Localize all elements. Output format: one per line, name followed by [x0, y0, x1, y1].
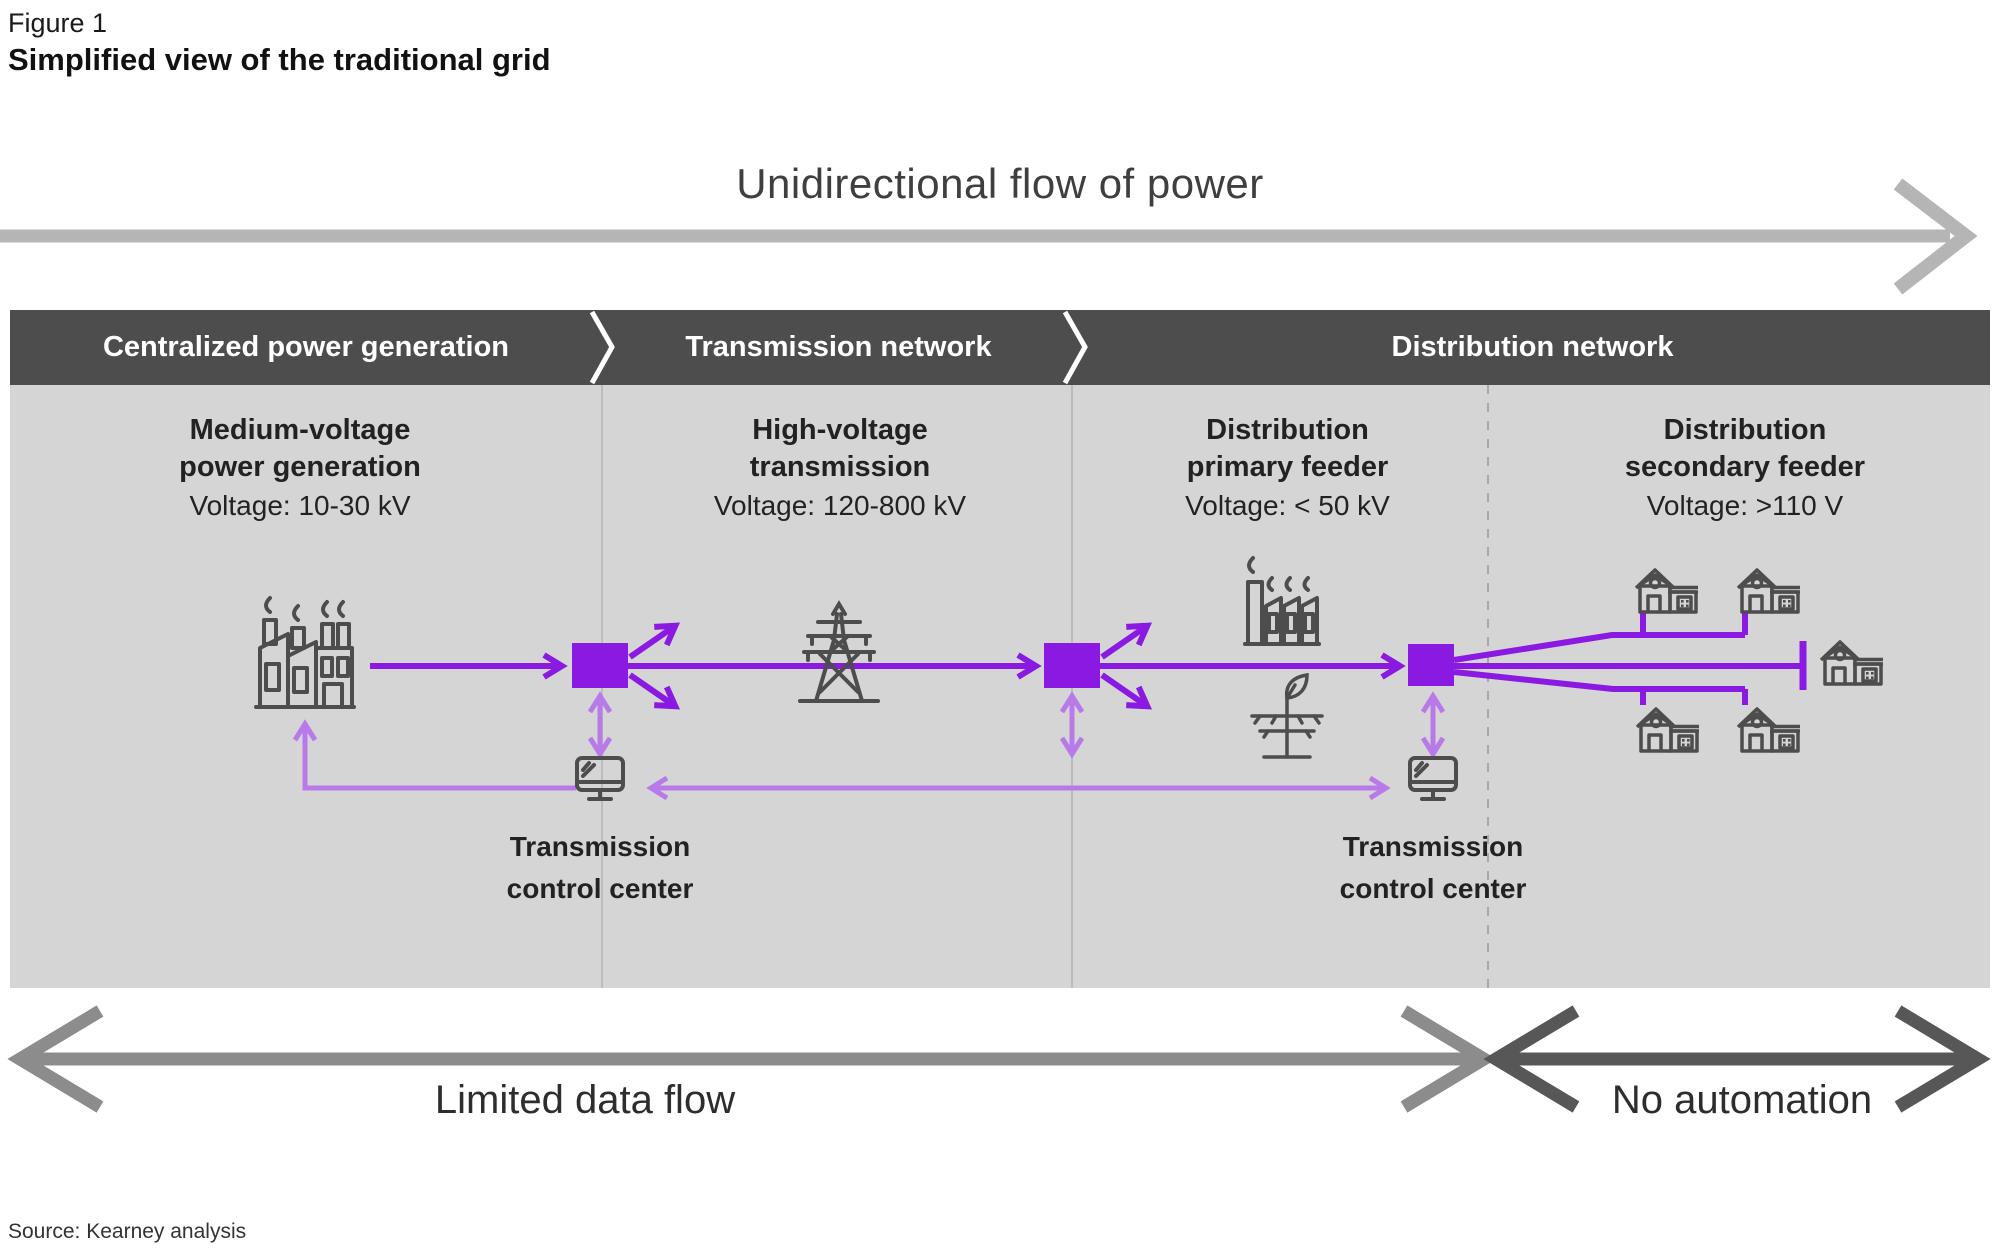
column-voltage: Voltage: >110 V — [1646, 490, 1844, 521]
cc-line: control center — [1339, 873, 1527, 904]
column-medium-voltage-generation: Medium-voltage power generation Voltage:… — [90, 412, 510, 526]
source-note: Source: Kearney analysis — [8, 1220, 247, 1243]
limited-data-flow-label: Limited data flow — [434, 1078, 736, 1122]
cc-line: Transmission — [509, 831, 691, 862]
stage-transmission-network: Transmission network — [685, 331, 992, 363]
stage-header-bar: Centralized power generation Transmissio… — [10, 310, 1990, 385]
unidirectional-flow-label: Unidirectional flow of power — [736, 160, 1264, 207]
figure-label: Figure 1 — [8, 8, 108, 38]
column-distribution-primary-feeder: Distribution primary feeder Voltage: < 5… — [1090, 412, 1485, 526]
cc-line: control center — [506, 873, 694, 904]
column-voltage: Voltage: 10-30 kV — [189, 490, 411, 521]
column-title: secondary feeder — [1624, 451, 1866, 483]
column-distribution-secondary-feeder: Distribution secondary feeder Voltage: >… — [1545, 412, 1945, 526]
column-title: High-voltage — [752, 414, 928, 446]
transmission-control-center-label-right: Transmission control center — [1273, 826, 1593, 910]
column-title: Medium-voltage — [189, 414, 411, 446]
column-title: Distribution — [1206, 414, 1369, 446]
figure-title: Simplified view of the traditional grid — [8, 42, 551, 77]
cc-line: Transmission — [1342, 831, 1524, 862]
column-title: power generation — [179, 451, 421, 483]
stage-centralized-generation: Centralized power generation — [102, 331, 510, 363]
column-voltage: Voltage: 120-800 kV — [713, 490, 967, 521]
no-automation-label: No automation — [1611, 1078, 1873, 1122]
column-voltage: Voltage: < 50 kV — [1185, 490, 1390, 521]
column-title: transmission — [749, 451, 931, 483]
transmission-control-center-label-left: Transmission control center — [440, 826, 760, 910]
column-title: primary feeder — [1186, 451, 1389, 483]
column-high-voltage-transmission: High-voltage transmission Voltage: 120-8… — [640, 412, 1040, 526]
stage-distribution-network: Distribution network — [1391, 331, 1674, 363]
column-title: Distribution — [1663, 414, 1827, 446]
